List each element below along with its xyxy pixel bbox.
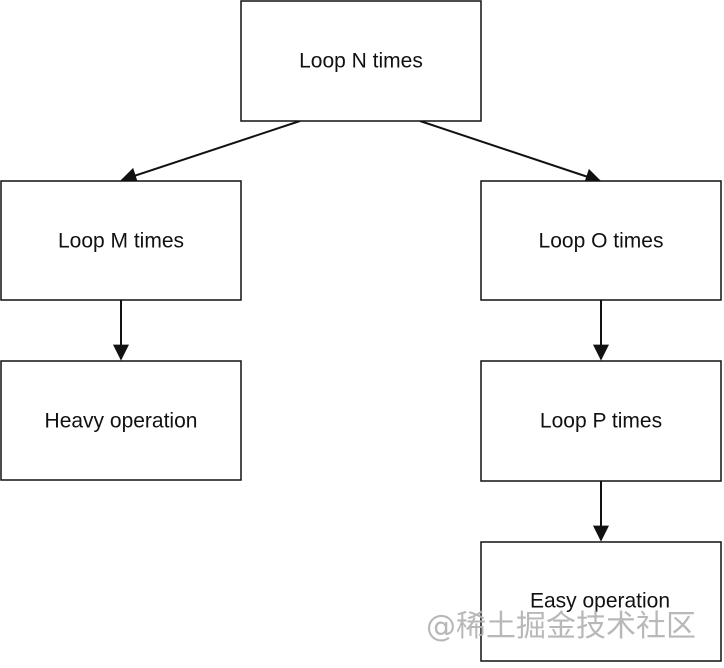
node-loop-o-label: Loop O times xyxy=(539,230,664,253)
node-loop-m: Loop M times xyxy=(0,180,242,301)
edge-loop-n-to-loop-o xyxy=(419,120,602,185)
node-easy-operation-label: Easy operation xyxy=(530,590,670,613)
node-heavy-operation-label: Heavy operation xyxy=(45,410,198,433)
watermark-text: @稀土掘金技术社区 xyxy=(426,609,696,644)
node-loop-p-label: Loop P times xyxy=(540,410,662,433)
edge-loop-n-to-loop-m xyxy=(120,120,301,184)
node-loop-o: Loop O times xyxy=(480,180,722,301)
node-heavy-operation: Heavy operation xyxy=(0,360,242,481)
node-loop-p: Loop P times xyxy=(480,360,722,482)
node-loop-n: Loop N times xyxy=(240,0,482,122)
node-easy-operation: Easy operation xyxy=(480,541,722,662)
node-loop-n-label: Loop N times xyxy=(299,50,423,73)
node-loop-m-label: Loop M times xyxy=(58,230,184,253)
